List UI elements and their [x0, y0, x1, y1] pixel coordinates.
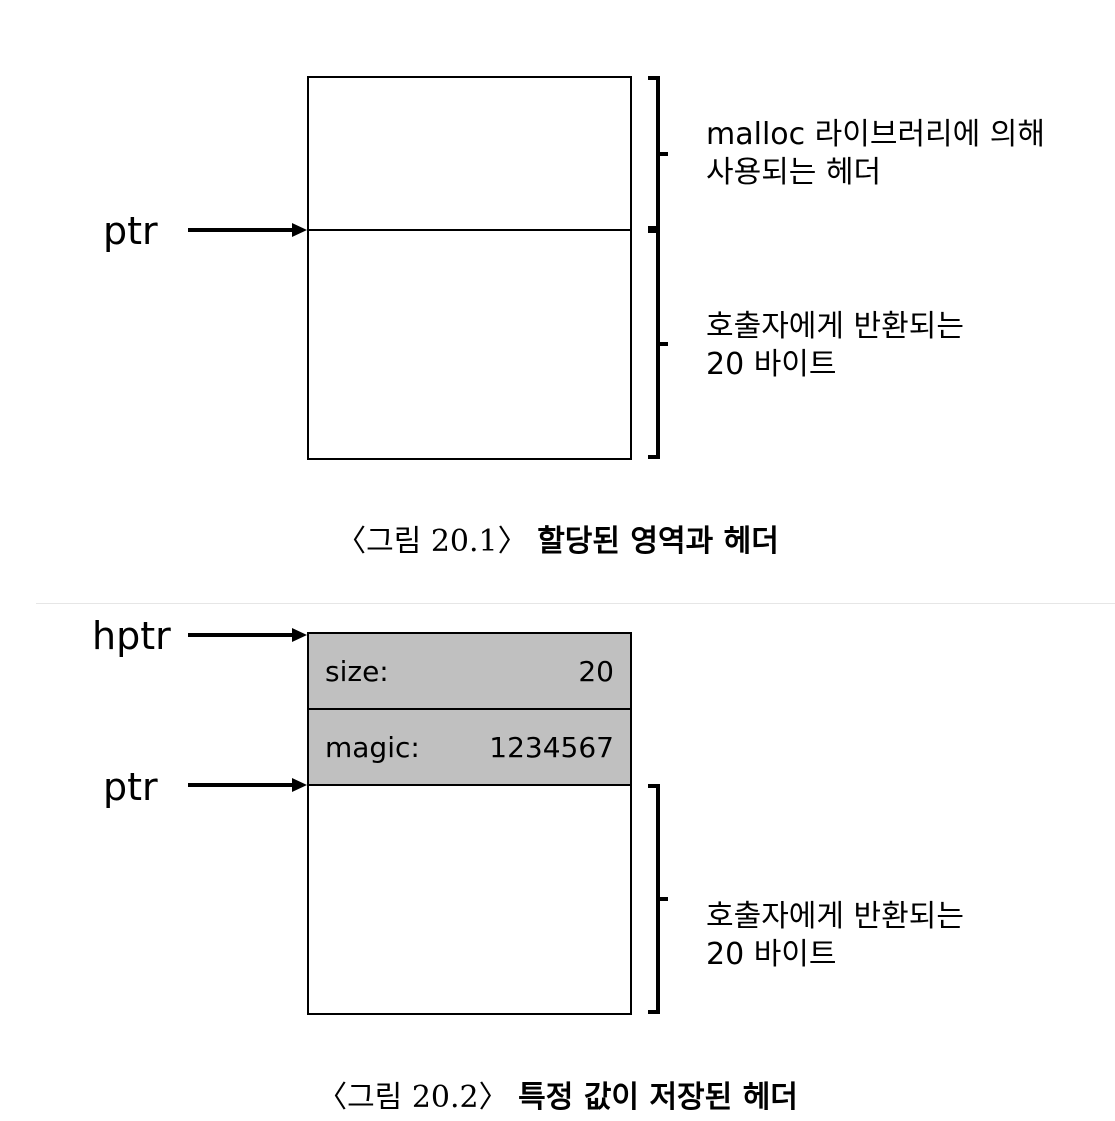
payload-brace-icon: [648, 229, 668, 459]
caption-number: 〈그림 20.2〉: [317, 1080, 509, 1115]
ptr-arrow-icon: [188, 223, 307, 237]
caption-number: 〈그림 20.1〉: [336, 524, 528, 559]
hptr-label: hptr: [92, 614, 171, 658]
ptr-arrow-icon: [188, 778, 307, 792]
caption-title: 특정 값이 저장된 헤더: [518, 1080, 798, 1115]
ptr-label: ptr: [103, 209, 158, 253]
figure-caption: 〈그림 20.2〉 특정 값이 저장된 헤더: [0, 1072, 1115, 1116]
payload-description: 호출자에게 반환되는 20 바이트: [706, 309, 964, 382]
memory-block: [307, 76, 632, 460]
caption-title: 할당된 영역과 헤더: [537, 524, 779, 559]
header-description: malloc 라이브러리에 의해 사용되는 헤더: [706, 117, 1045, 190]
hptr-arrow-icon: [188, 628, 307, 642]
figure-caption: 〈그림 20.1〉 할당된 영역과 헤더: [0, 516, 1115, 560]
field-name: magic:: [325, 730, 420, 764]
figure-separator: [36, 603, 1115, 604]
ptr-label: ptr: [103, 765, 158, 809]
header-field-size: size: 20: [307, 632, 632, 710]
field-value: 20: [578, 654, 614, 688]
field-name: size:: [325, 654, 389, 688]
payload-brace-icon: [648, 784, 668, 1014]
payload-description: 호출자에게 반환되는 20 바이트: [706, 899, 964, 972]
payload-block: [307, 784, 632, 1015]
header-field-magic: magic: 1234567: [307, 708, 632, 786]
header-payload-boundary: [307, 229, 632, 231]
header-brace-icon: [648, 76, 668, 230]
field-value: 1234567: [489, 730, 614, 764]
